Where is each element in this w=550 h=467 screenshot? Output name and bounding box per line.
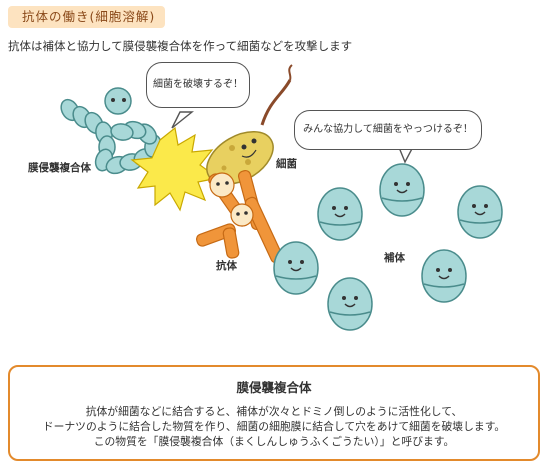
info-box-line: ドーナツのように結合した物質を作り、細菌の細胞膜に結合して穴をあけて細菌を破壊し…	[42, 420, 506, 433]
complement-stripe	[423, 283, 465, 288]
complement-stripe	[329, 311, 371, 316]
complement-group	[273, 163, 503, 331]
complement-eye	[472, 204, 476, 208]
complement-eye	[342, 296, 346, 300]
complement-stripe	[319, 221, 361, 226]
complement-mouth	[396, 189, 408, 194]
mac-label: 膜侵襲複合体	[28, 162, 91, 174]
info-box-title: 膜侵襲複合体	[236, 380, 312, 395]
complement-protein	[457, 185, 503, 239]
complement-eye	[300, 260, 304, 264]
info-box-line: この物質を「膜侵襲複合体（まくしんしゅうふくごうたい）」と呼びます。	[93, 435, 455, 448]
mac-chain	[60, 87, 162, 175]
section-tag: 抗体の働き(細胞溶解)	[8, 6, 166, 28]
complement-mouth	[474, 211, 486, 216]
antibody-illustration	[195, 169, 284, 264]
complement-protein	[317, 187, 363, 241]
complement-protein	[273, 241, 319, 295]
complement-eye	[354, 296, 358, 300]
complement-mouth	[290, 267, 302, 272]
complement-protein	[327, 277, 373, 331]
complement-eye	[394, 182, 398, 186]
burst	[130, 126, 220, 212]
complement-stripe	[275, 275, 317, 280]
complement-eye	[484, 204, 488, 208]
bubble-tail	[171, 111, 194, 129]
complement-mouth	[334, 213, 346, 218]
complement-mouth	[438, 275, 450, 280]
complement-eye	[448, 268, 452, 272]
complement-speech-bubble: みんな協力して細菌をやっつけるぞ！	[294, 110, 482, 150]
complement-label: 補体	[384, 252, 405, 264]
page-subtitle: 抗体は補体と協力して膜侵襲複合体を作って細菌などを攻撃します	[8, 39, 353, 53]
complement-eye	[406, 182, 410, 186]
complement-eye	[288, 260, 292, 264]
complement-eye	[332, 206, 336, 210]
complement-mouth	[344, 303, 356, 308]
bacteria-illustration	[206, 64, 293, 185]
info-box-line: 抗体が細菌などに結合すると、補体が次々とドミノ倒しのように活性化して、	[85, 405, 463, 418]
antibody-faces	[216, 181, 248, 216]
info-box: 膜侵襲複合体 抗体が細菌などに結合すると、補体が次々とドミノ倒しのように活性化し…	[8, 365, 540, 461]
complement-eye	[436, 268, 440, 272]
bacteria-speech-bubble: 細菌を破壊するぞ！	[146, 62, 250, 108]
bacteria-label: 細菌	[276, 158, 297, 170]
mac-face	[111, 98, 126, 102]
complement-protein	[421, 249, 467, 303]
complement-stripe	[459, 219, 501, 224]
complement-eye	[344, 206, 348, 210]
complement-protein	[379, 163, 425, 217]
antibody-label: 抗体	[216, 260, 237, 272]
complement-stripe	[381, 197, 423, 202]
